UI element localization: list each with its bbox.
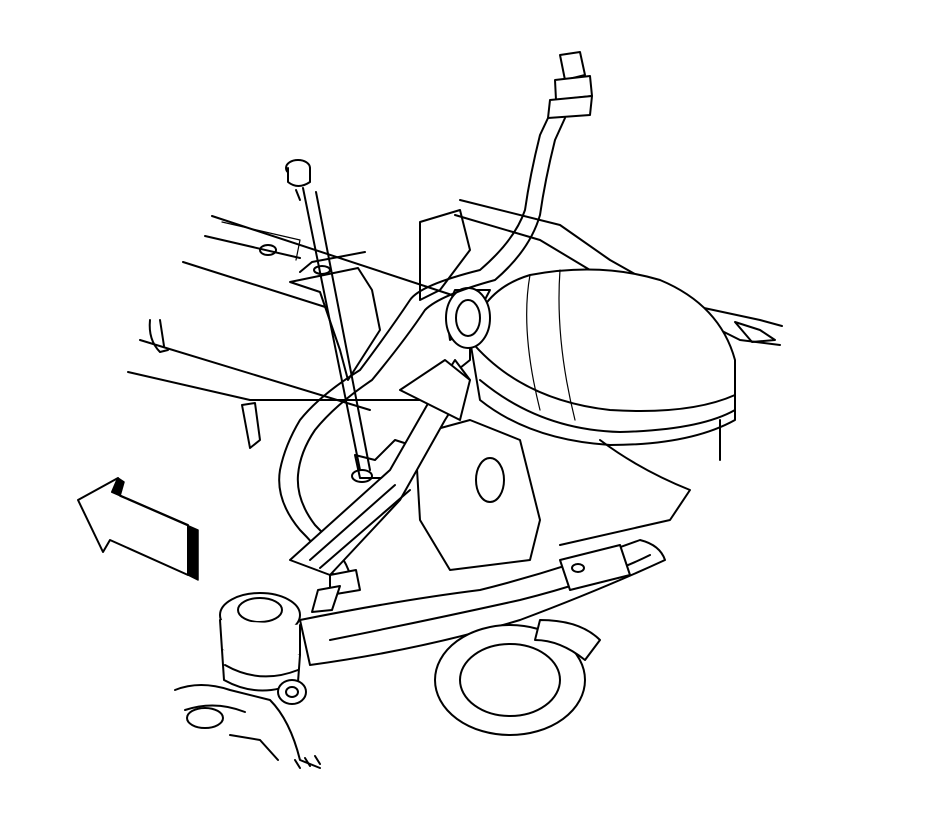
shock-absorber	[414, 287, 541, 571]
lower-control-arm	[299, 539, 666, 736]
frame-rail	[127, 215, 471, 449]
steering-knuckle	[174, 592, 321, 769]
direction-arrow	[77, 477, 199, 581]
brake-hose	[278, 51, 593, 613]
upper-control-arm	[289, 359, 471, 576]
coil-spring	[469, 268, 736, 546]
bracket-bolt	[285, 159, 371, 471]
